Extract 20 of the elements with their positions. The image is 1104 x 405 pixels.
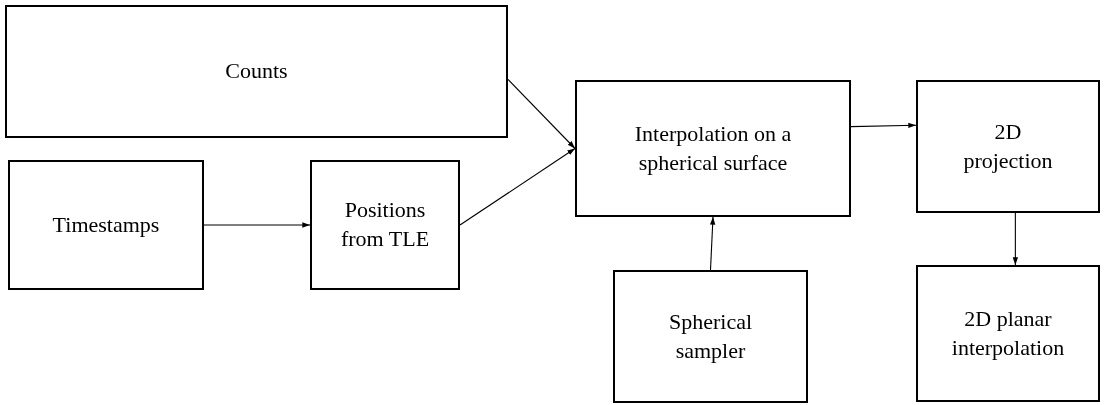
- process-box: [613, 270, 808, 403]
- process-box: [8, 160, 204, 290]
- box-label: Interpolation on a spherical surface: [633, 119, 793, 177]
- box-label: 2D planar interpolation: [950, 304, 1066, 362]
- process-box: [5, 5, 508, 138]
- box-label: Spherical sampler: [667, 307, 754, 365]
- process-box: [916, 265, 1100, 402]
- arrow: [709, 216, 716, 271]
- arrow: [459, 147, 576, 226]
- arrow: [507, 78, 576, 150]
- box-label: Positions from TLE: [339, 196, 431, 253]
- box-label: Counts: [224, 57, 289, 86]
- process-box: [310, 160, 460, 290]
- arrow: [850, 122, 917, 129]
- process-box: [916, 80, 1100, 213]
- arrow: [203, 222, 311, 228]
- box-label: 2D projection: [962, 117, 1054, 175]
- box-label: Timestamps: [51, 210, 161, 239]
- arrow: [1012, 212, 1019, 266]
- process-box: [575, 80, 851, 217]
